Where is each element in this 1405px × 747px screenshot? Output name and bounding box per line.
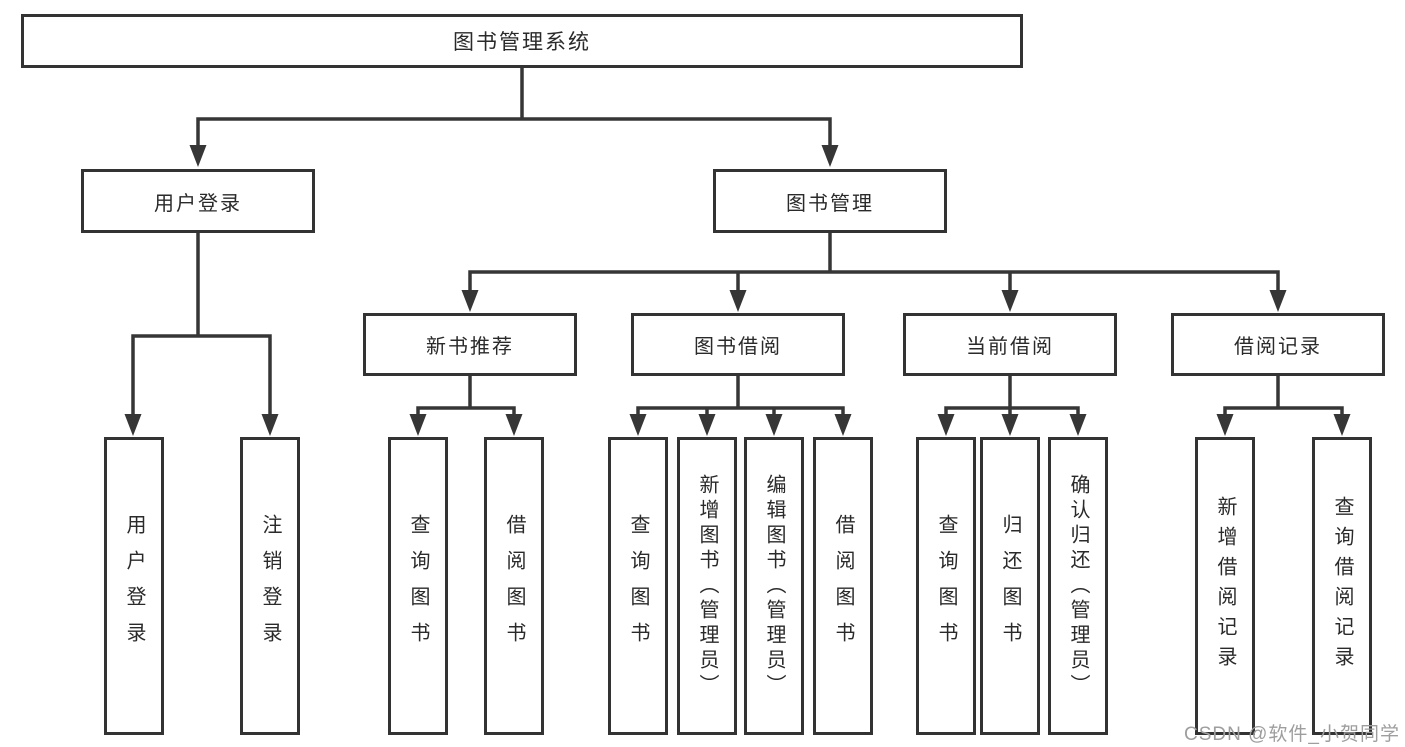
connector-record-section [1216,374,1351,436]
node-user-login: 用户登录 [81,169,315,233]
leaf-add-borrow-record: 新增借阅记录 [1195,437,1255,735]
node-new-book-recommend: 新书推荐 [363,313,577,376]
node-current-borrow-label: 当前借阅 [966,336,1054,358]
watermark: CSDN @软件_小贺同学 [1184,724,1400,745]
connector-new-book-section [409,374,523,436]
leaf-borrow-book-1: 借阅图书 [484,437,544,735]
node-book-borrow: 图书借阅 [631,313,845,376]
leaf-logout: 注销登录 [240,437,300,735]
leaf-query-book-3: 查询图书 [916,437,976,735]
node-user-login-label: 用户登录 [154,192,242,215]
connector-book-management-to-sections [461,231,1287,312]
connector-root-to-level2 [189,66,839,167]
connector-current-borrow-section [937,374,1087,436]
leaf-confirm-return-admin: 确认归还（管理员） [1048,437,1108,735]
leaf-query-book-1: 查询图书 [388,437,448,735]
leaf-query-borrow-record: 查询借阅记录 [1312,437,1372,735]
node-book-management-label: 图书管理 [786,192,874,215]
leaf-edit-book-admin: 编辑图书（管理员） [744,437,804,735]
node-root-label: 图书管理系统 [453,31,591,54]
node-root: 图书管理系统 [21,14,1023,68]
leaf-return-book: 归还图书 [980,437,1040,735]
node-current-borrow: 当前借阅 [903,313,1117,376]
node-book-borrow-label: 图书借阅 [694,336,782,358]
node-borrow-record-label: 借阅记录 [1234,336,1322,358]
connector-user-login-to-leaves [124,231,279,436]
leaf-borrow-book-2: 借阅图书 [813,437,873,735]
leaf-query-book-2: 查询图书 [608,437,668,735]
node-borrow-record: 借阅记录 [1171,313,1385,376]
node-book-management: 图书管理 [713,169,947,233]
node-new-book-recommend-label: 新书推荐 [426,336,514,358]
leaf-user-login: 用户登录 [104,437,164,735]
connector-borrow-section [629,374,852,436]
leaf-add-book-admin: 新增图书（管理员） [677,437,737,735]
